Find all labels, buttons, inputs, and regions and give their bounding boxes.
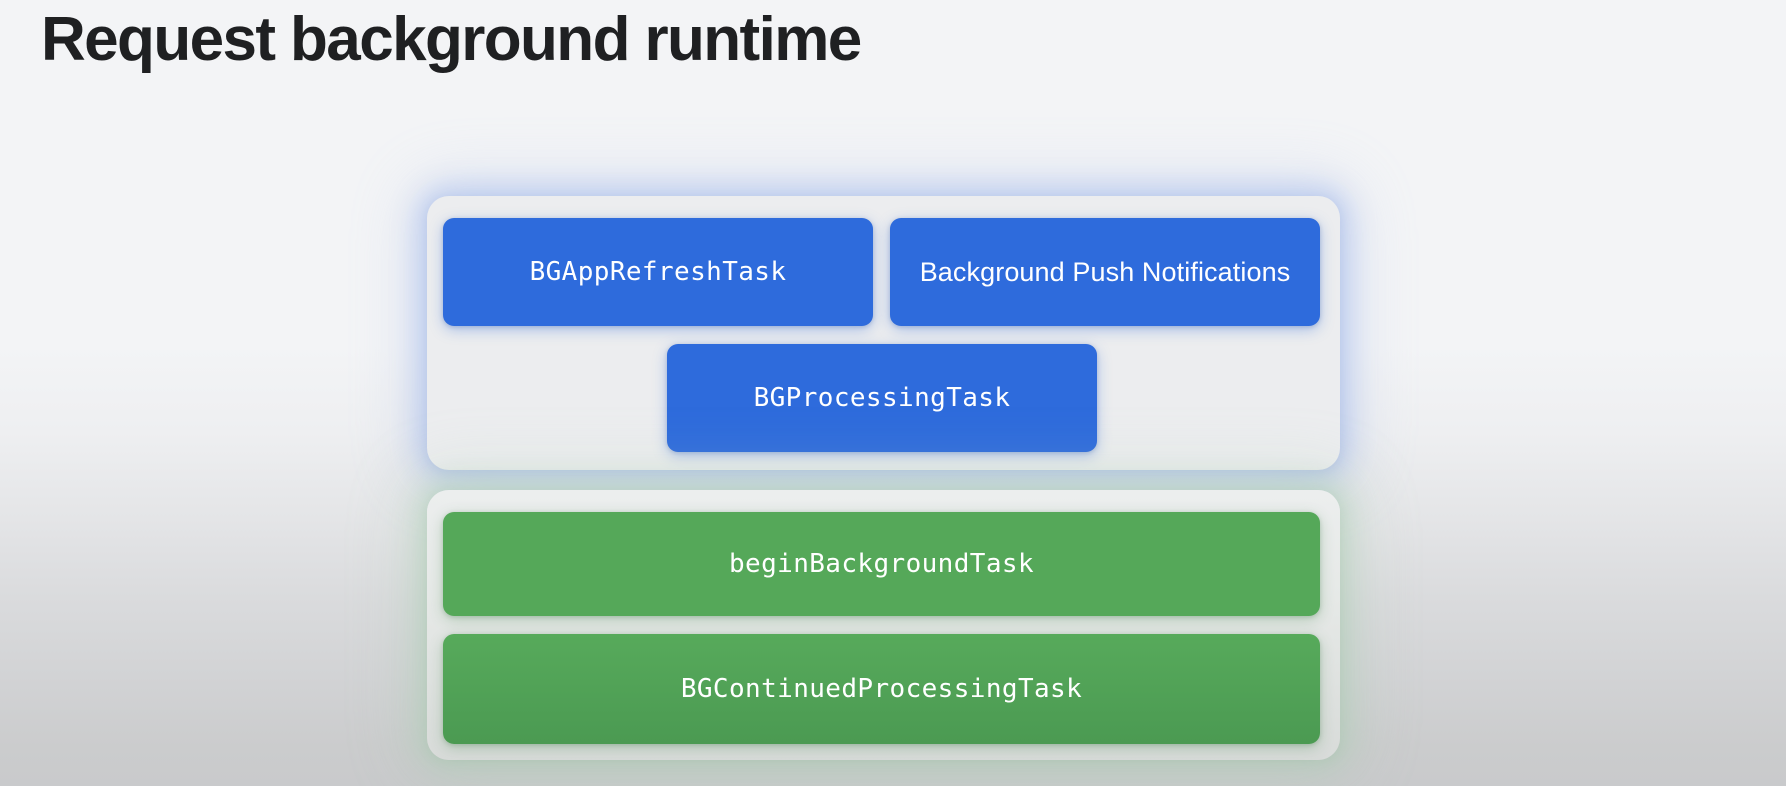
item-bg-app-refresh-task[interactable]: BGAppRefreshTask (443, 218, 873, 326)
item-bg-processing-task[interactable]: BGProcessingTask (667, 344, 1097, 452)
item-background-push-notifications[interactable]: Background Push Notifications (890, 218, 1320, 326)
page-title: Request background runtime (41, 5, 862, 74)
item-begin-background-task[interactable]: beginBackgroundTask (443, 512, 1320, 616)
item-bg-continued-processing-task[interactable]: BGContinuedProcessingTask (443, 634, 1320, 744)
